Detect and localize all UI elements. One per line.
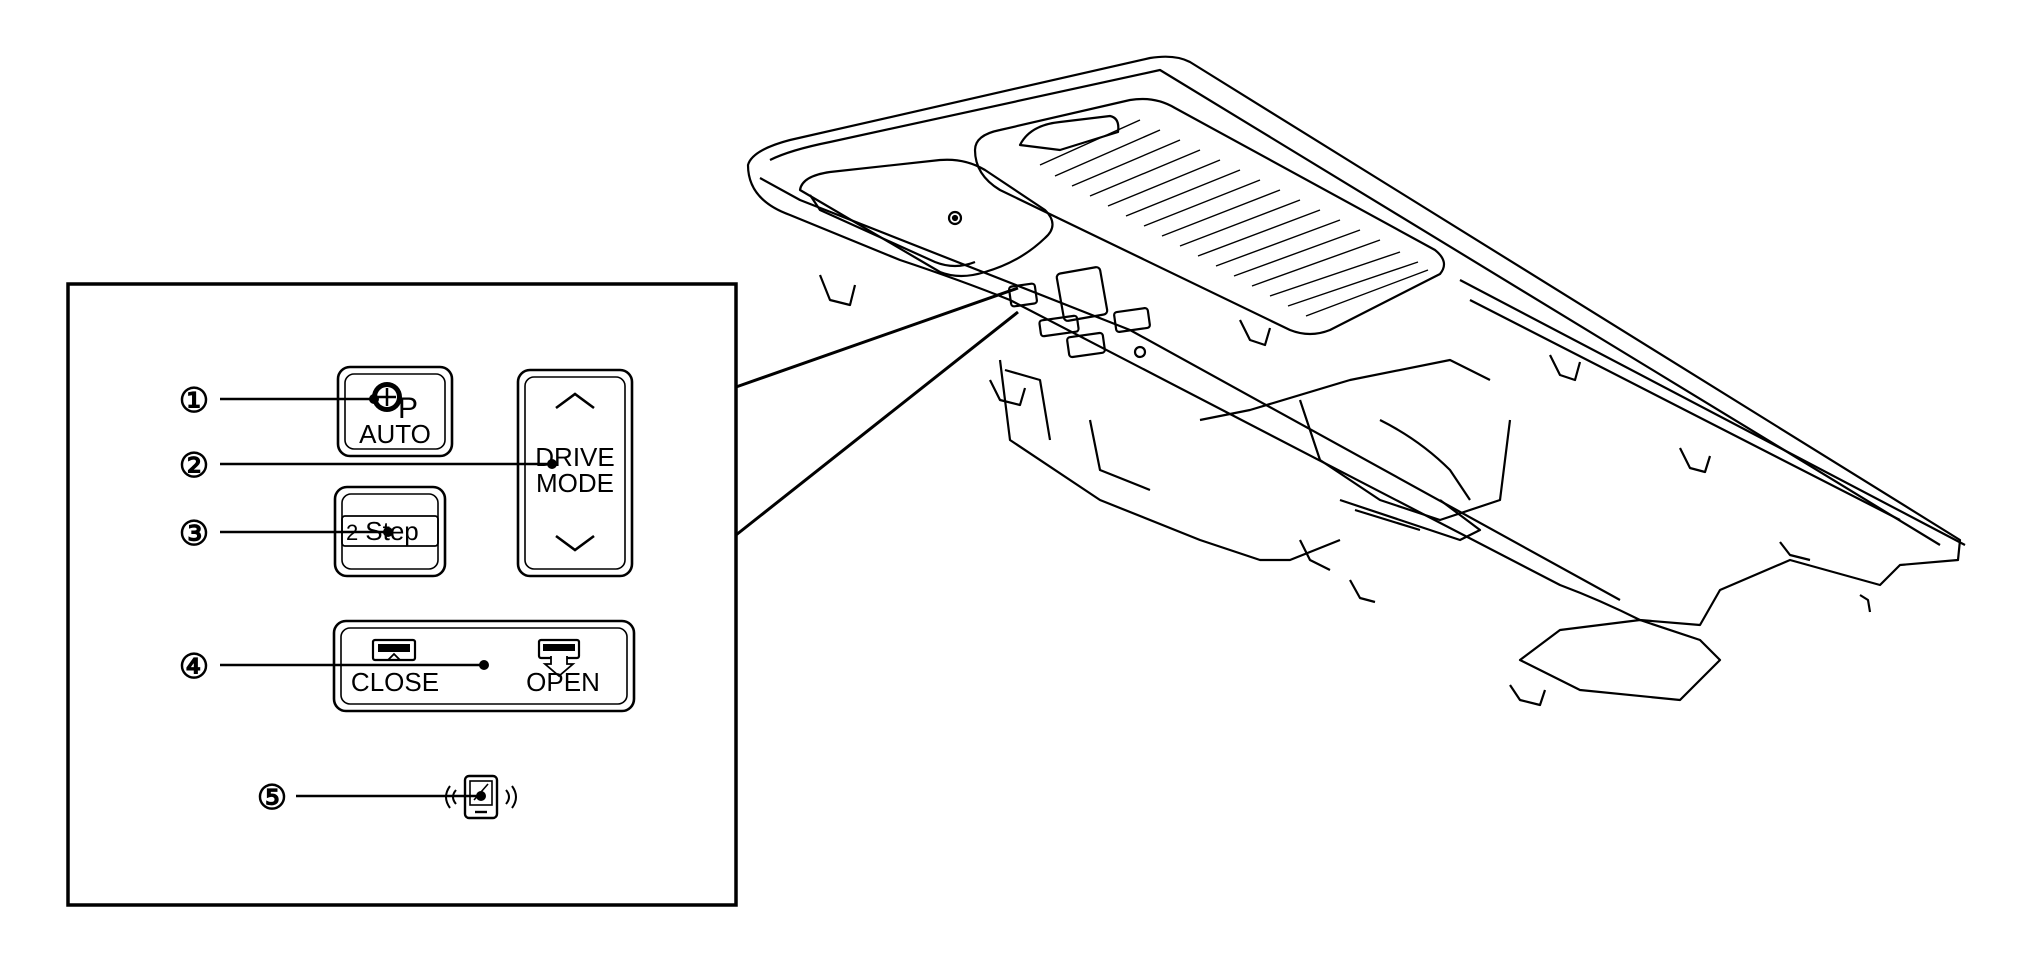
callout-leaders [220, 397, 552, 798]
console-lower-body [998, 359, 1341, 562]
open-cover-icon[interactable] [537, 638, 581, 678]
lower-tray-line [1354, 508, 1421, 532]
callout-2: ② [179, 447, 209, 485]
detail-box [66, 282, 738, 907]
leader-dots [369, 394, 557, 801]
drive-mode-line2: MODE [536, 468, 614, 498]
cup-holder-part [947, 210, 963, 226]
zoom-line-bottom [735, 310, 1019, 537]
lower-bracket [1299, 539, 1331, 571]
callout-3: ③ [179, 515, 209, 553]
clip-2 [989, 379, 1027, 407]
callout-4: ④ [179, 648, 209, 686]
console-front-flap [1518, 618, 1722, 702]
auto-p-letter: P [398, 392, 418, 425]
console-top-edge [769, 68, 1941, 546]
clip-8 [1349, 579, 1376, 604]
zoom-line-top [735, 286, 1019, 389]
zoom-leader-lines [735, 286, 1019, 537]
cup-holder-opening [798, 158, 1054, 278]
open-label: OPEN [526, 667, 600, 697]
chevron-down-icon[interactable] [555, 534, 595, 552]
callout-1: ① [179, 382, 209, 420]
cup-holder-inner [809, 194, 976, 268]
close-cover-icon[interactable] [371, 638, 417, 662]
auto-p-label: AUTO [359, 419, 431, 449]
console-side-panel [1004, 368, 1052, 441]
auto-p-button[interactable]: P AUTO [336, 365, 454, 458]
cup-holder-part-center [951, 214, 959, 222]
tambour-opening [973, 97, 1446, 336]
console-switch-panel [1008, 266, 1151, 359]
lower-tray [1339, 498, 1482, 542]
callout-5: ⑤ [257, 779, 287, 817]
console-outline [746, 55, 1962, 627]
tambour-slats [1039, 119, 1429, 317]
rail-end-detail [1779, 541, 1811, 562]
clip-6 [1859, 594, 1872, 613]
shifter-bay-top [1199, 358, 1491, 422]
chevron-up-icon[interactable] [555, 392, 595, 410]
clip-3 [1239, 319, 1272, 347]
clip-7 [1509, 684, 1547, 707]
console-right-rail [1459, 279, 1966, 546]
tambour-handle [1018, 114, 1120, 152]
shifter-bay-well [1298, 399, 1512, 522]
clip-4 [1679, 447, 1712, 474]
shifter-bay-inner [1379, 419, 1471, 501]
clip-5 [1549, 354, 1582, 382]
clip-1 [818, 274, 857, 307]
drive-mode-switch[interactable]: DRIVE MODE [516, 368, 634, 578]
center-console-assembly [746, 55, 1966, 707]
close-label: CLOSE [351, 667, 439, 697]
console-side-panel-2 [1088, 419, 1151, 492]
auto-park-icon: P [372, 382, 418, 425]
